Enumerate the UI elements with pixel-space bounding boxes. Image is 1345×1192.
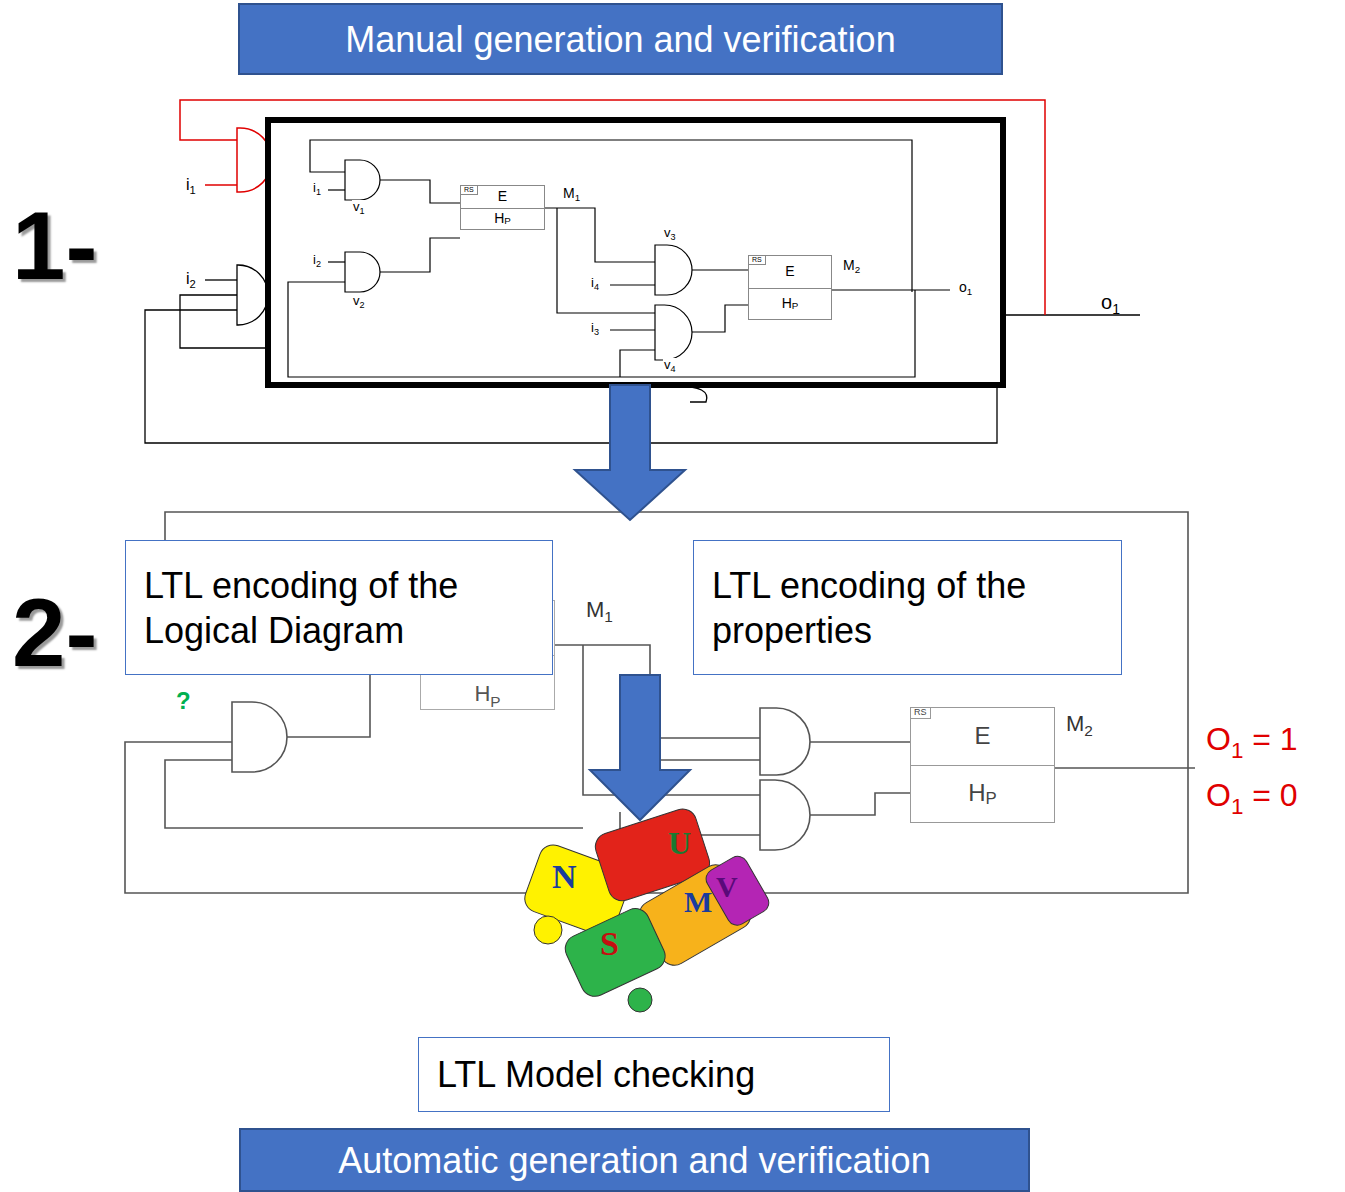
inner-wires bbox=[545, 208, 655, 262]
rs-tag: RS bbox=[748, 255, 766, 265]
output-value: O1 = 1 bbox=[1205, 722, 1299, 757]
box-text: LTL encoding of the Logical Diagram bbox=[144, 563, 534, 653]
red-feedback-wire bbox=[205, 184, 237, 186]
nusmv-logo bbox=[561, 904, 670, 1001]
enlarged-wires bbox=[810, 741, 910, 743]
outer-wires bbox=[205, 279, 237, 280]
divider bbox=[749, 288, 831, 289]
divider bbox=[911, 765, 1054, 766]
port-label: HP bbox=[911, 765, 1054, 822]
nusmv-logo bbox=[702, 853, 772, 929]
port-label: HP bbox=[461, 208, 544, 230]
gate-name: v4 bbox=[663, 358, 677, 372]
inner-wires bbox=[288, 140, 950, 377]
footer-banner: Automatic generation and verification bbox=[239, 1128, 1030, 1192]
box-text: LTL encoding of the properties bbox=[712, 563, 1103, 653]
step-number: 1- bbox=[12, 198, 97, 294]
inner-wires bbox=[328, 189, 345, 190]
and-gate bbox=[345, 160, 380, 200]
flow-arrow bbox=[575, 385, 685, 520]
encoding-box: LTL encoding of the properties bbox=[693, 540, 1122, 675]
nusmv-logo bbox=[628, 988, 652, 1012]
and-gate bbox=[232, 702, 287, 772]
title-banner: Manual generation and verification bbox=[238, 3, 1003, 75]
signal-name: i1 bbox=[185, 176, 197, 194]
memory-block: RSEHP bbox=[460, 185, 545, 230]
output-value: O1 = 0 bbox=[1205, 778, 1299, 813]
block-name: M1 bbox=[585, 598, 614, 622]
enlarged-wires bbox=[810, 793, 910, 815]
unknown-mark: ? bbox=[175, 688, 192, 714]
nusmv-logo bbox=[521, 805, 773, 1012]
inner-wires bbox=[610, 284, 655, 285]
enlarged-wires bbox=[287, 675, 370, 737]
signal-name: i2 bbox=[312, 253, 322, 267]
outer-wires bbox=[676, 386, 707, 402]
banner-text: Manual generation and verification bbox=[345, 17, 895, 62]
inner-wires bbox=[380, 180, 460, 203]
and-gate bbox=[237, 265, 268, 325]
encoding-box: LTL encoding of the Logical Diagram bbox=[125, 540, 553, 675]
gate-name: v2 bbox=[352, 294, 366, 308]
signal-name: i2 bbox=[185, 270, 197, 288]
gate-name: v3 bbox=[663, 226, 677, 240]
enlarged-wires bbox=[165, 760, 583, 828]
rs-tag: RS bbox=[460, 185, 478, 195]
and-gate bbox=[760, 780, 810, 850]
enlarged-wires bbox=[1055, 767, 1195, 769]
step-number: 2- bbox=[12, 585, 97, 681]
signal-name: i3 bbox=[590, 321, 600, 335]
memory-block: RSEHP bbox=[748, 255, 832, 320]
box-text: LTL Model checking bbox=[437, 1052, 755, 1097]
gate-name: v1 bbox=[352, 200, 366, 214]
logo-letter: V bbox=[716, 870, 738, 903]
and-gate bbox=[760, 708, 810, 775]
rs-tag: RS bbox=[910, 707, 931, 719]
logo-letter: S bbox=[600, 925, 619, 962]
signal-name: o1 bbox=[1100, 291, 1121, 313]
inner-wires bbox=[692, 305, 748, 332]
block-name: M2 bbox=[842, 258, 861, 273]
port-label: E bbox=[461, 186, 544, 208]
inner-wires bbox=[610, 329, 655, 330]
inner-wires bbox=[692, 269, 748, 270]
signal-name: i1 bbox=[312, 181, 322, 195]
memory-block: RSEHP bbox=[910, 707, 1055, 823]
flow-arrow bbox=[590, 675, 690, 820]
logo-letter: N bbox=[552, 858, 577, 895]
circuit-frame bbox=[268, 120, 1003, 385]
process-box: LTL Model checking bbox=[418, 1037, 890, 1112]
signal-name: i4 bbox=[590, 276, 600, 290]
and-gate bbox=[655, 245, 692, 295]
inner-wires bbox=[620, 350, 655, 377]
port-label: HP bbox=[749, 288, 831, 320]
logo-letter: U bbox=[668, 826, 691, 861]
inner-wires bbox=[832, 289, 950, 290]
divider bbox=[461, 208, 544, 209]
inner-wires bbox=[557, 208, 655, 313]
and-gate bbox=[232, 702, 810, 850]
inner-wires bbox=[380, 238, 460, 272]
signal-name: o1 bbox=[958, 280, 973, 295]
nusmv-logo bbox=[534, 916, 562, 944]
block-name: M1 bbox=[562, 186, 581, 201]
port-label: E bbox=[749, 256, 831, 288]
logo-letter: M bbox=[684, 885, 712, 918]
and-gate bbox=[345, 252, 380, 292]
and-gate bbox=[655, 305, 692, 360]
block-name: M2 bbox=[1065, 712, 1094, 736]
inner-wires bbox=[328, 261, 345, 262]
port-label: E bbox=[911, 708, 1054, 765]
and-gate bbox=[345, 160, 692, 360]
banner-text: Automatic generation and verification bbox=[338, 1138, 930, 1183]
